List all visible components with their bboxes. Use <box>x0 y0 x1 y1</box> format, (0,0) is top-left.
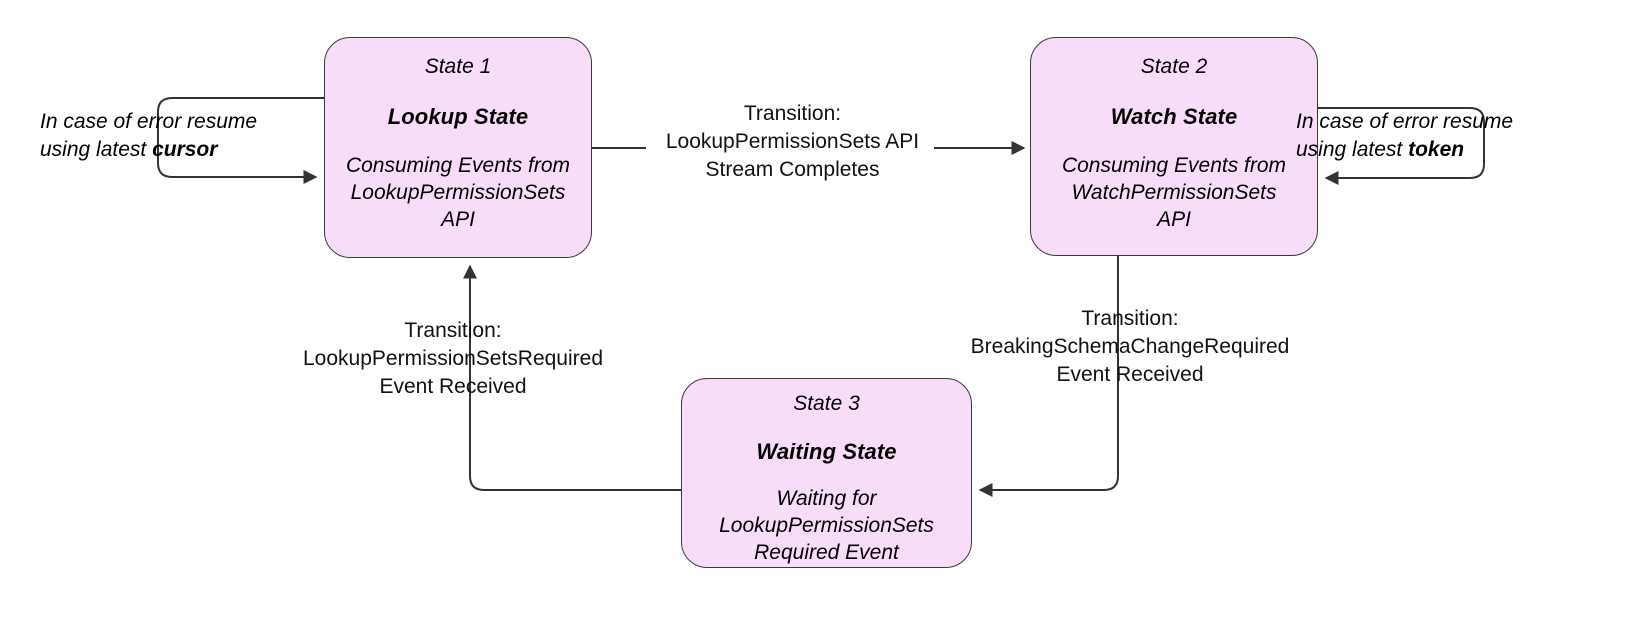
state-node-waiting-state[interactable]: State 3 Waiting State Waiting for Lookup… <box>681 378 972 568</box>
edge-label-state3-to-state1: Transition: LookupPermissionSetsRequired… <box>303 319 603 398</box>
edge-label-state2-to-state3: Transition: BreakingSchemaChangeRequired… <box>970 307 1290 386</box>
state-node-description: Waiting for LookupPermissionSets Require… <box>719 487 934 564</box>
self-loop-label-line2-keyword: token <box>1408 138 1465 161</box>
state-node-description: Consuming Events from LookupPermissionSe… <box>345 154 571 231</box>
state-node-index: State 1 <box>424 55 492 78</box>
self-loop-label-line2: using latest cursor <box>40 136 257 164</box>
state-node-watch-state[interactable]: State 2 Watch State Consuming Events fro… <box>1030 37 1318 256</box>
self-loop-label-line1: In case of error resume <box>40 110 258 133</box>
state-node-index: State 3 <box>793 392 860 415</box>
state-node-lookup-state[interactable]: State 1 Lookup State Consuming Events fr… <box>324 37 592 258</box>
state-node-title: Waiting State <box>756 439 897 464</box>
self-loop-label-state2: In case of error resume using latest tok… <box>1296 108 1513 164</box>
self-loop-label-line1: In case of error resume <box>1296 110 1514 133</box>
state-node-title: Lookup State <box>387 104 529 129</box>
self-loop-label-state1: In case of error resume using latest cur… <box>40 108 257 164</box>
state-node-title: Watch State <box>1110 104 1238 129</box>
self-loop-label-line2-keyword: cursor <box>152 138 218 161</box>
state-node-description: Consuming Events from WatchPermissionSet… <box>1061 154 1287 231</box>
self-loop-label-line2-prefix: using latest <box>40 138 153 161</box>
edge-label-state1-to-state2: Transition: LookupPermissionSets API Str… <box>665 102 920 181</box>
edge-label-backdrop <box>646 132 934 165</box>
self-loop-label-line2: using latest token <box>1296 136 1513 164</box>
self-loop-label-line2-prefix: using latest <box>1296 138 1409 161</box>
state-node-index: State 2 <box>1140 55 1208 78</box>
